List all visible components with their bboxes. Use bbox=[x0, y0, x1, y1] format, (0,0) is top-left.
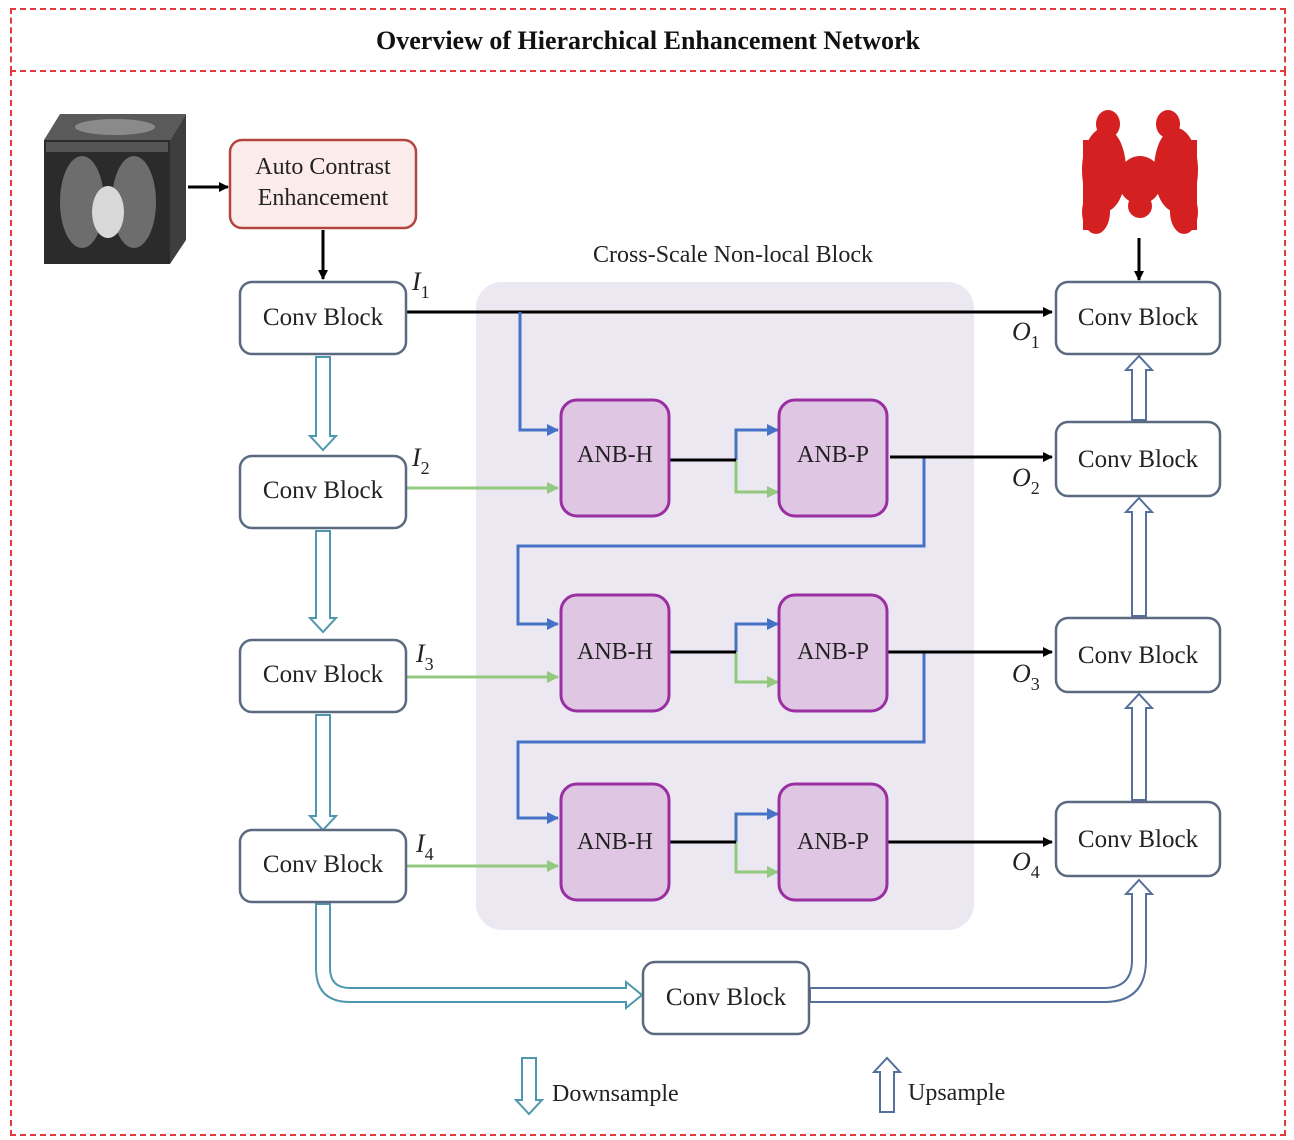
input-label-i1: I1 bbox=[411, 267, 430, 302]
anb-p-label: ANB-P bbox=[797, 829, 869, 855]
legend-upsample-label: Upsample bbox=[908, 1080, 1005, 1106]
output-label-o4: O4 bbox=[1012, 847, 1040, 882]
anb-h-label: ANB-H bbox=[577, 829, 653, 855]
anb-blocks bbox=[559, 398, 889, 902]
conv-block-label: Conv Block bbox=[1078, 446, 1199, 473]
black-connectors bbox=[670, 452, 1053, 847]
ct-scan-image bbox=[44, 114, 186, 264]
blue-routing-lines bbox=[516, 312, 926, 842]
nonlocal-panel bbox=[476, 282, 974, 930]
output-label-o2: O2 bbox=[1012, 463, 1040, 498]
conv-block-label: Conv Block bbox=[666, 984, 787, 1011]
diagram-title: Overview of Hierarchical Enhancement Net… bbox=[376, 26, 920, 55]
auto-contrast-line2: Enhancement bbox=[258, 185, 389, 211]
bottleneck-conv-block bbox=[641, 960, 811, 1036]
legend-downsample-label: Downsample bbox=[552, 1081, 679, 1107]
auto-contrast-line1: Auto Contrast bbox=[255, 154, 391, 180]
conv-block-label: Conv Block bbox=[263, 661, 384, 688]
vessel-output-image bbox=[1082, 110, 1198, 234]
input-label-i3: I3 bbox=[415, 639, 434, 674]
encoder-conv-blocks bbox=[238, 280, 408, 904]
input-label-i2: I2 bbox=[411, 443, 430, 478]
output-label-o1: O1 bbox=[1012, 317, 1040, 352]
main-frame bbox=[10, 70, 1286, 1136]
anb-p-label: ANB-P bbox=[797, 442, 869, 468]
anb-h-label: ANB-H bbox=[577, 639, 653, 665]
conv-block-label: Conv Block bbox=[1078, 642, 1199, 669]
downsample-arrows bbox=[307, 356, 644, 1011]
conv-block-label: Conv Block bbox=[263, 851, 384, 878]
anb-h-label: ANB-H bbox=[577, 442, 653, 468]
title-frame: Overview of Hierarchical Enhancement Net… bbox=[10, 8, 1286, 72]
auto-contrast-box bbox=[228, 138, 418, 230]
legend-downsample-icon bbox=[513, 1057, 545, 1116]
output-label-o3: O3 bbox=[1012, 659, 1040, 694]
conv-block-label: Conv Block bbox=[263, 304, 384, 331]
upsample-arrows bbox=[809, 354, 1155, 1003]
conv-block-label: Conv Block bbox=[1078, 304, 1199, 331]
conv-block-label: Conv Block bbox=[263, 477, 384, 504]
decoder-conv-blocks bbox=[1054, 280, 1222, 878]
anb-p-label: ANB-P bbox=[797, 639, 869, 665]
nonlocal-label: Cross-Scale Non-local Block bbox=[593, 242, 873, 268]
conv-block-label: Conv Block bbox=[1078, 826, 1199, 853]
input-label-i4: I4 bbox=[415, 829, 434, 864]
green-lines bbox=[406, 460, 779, 878]
legend-upsample-icon bbox=[871, 1056, 903, 1113]
